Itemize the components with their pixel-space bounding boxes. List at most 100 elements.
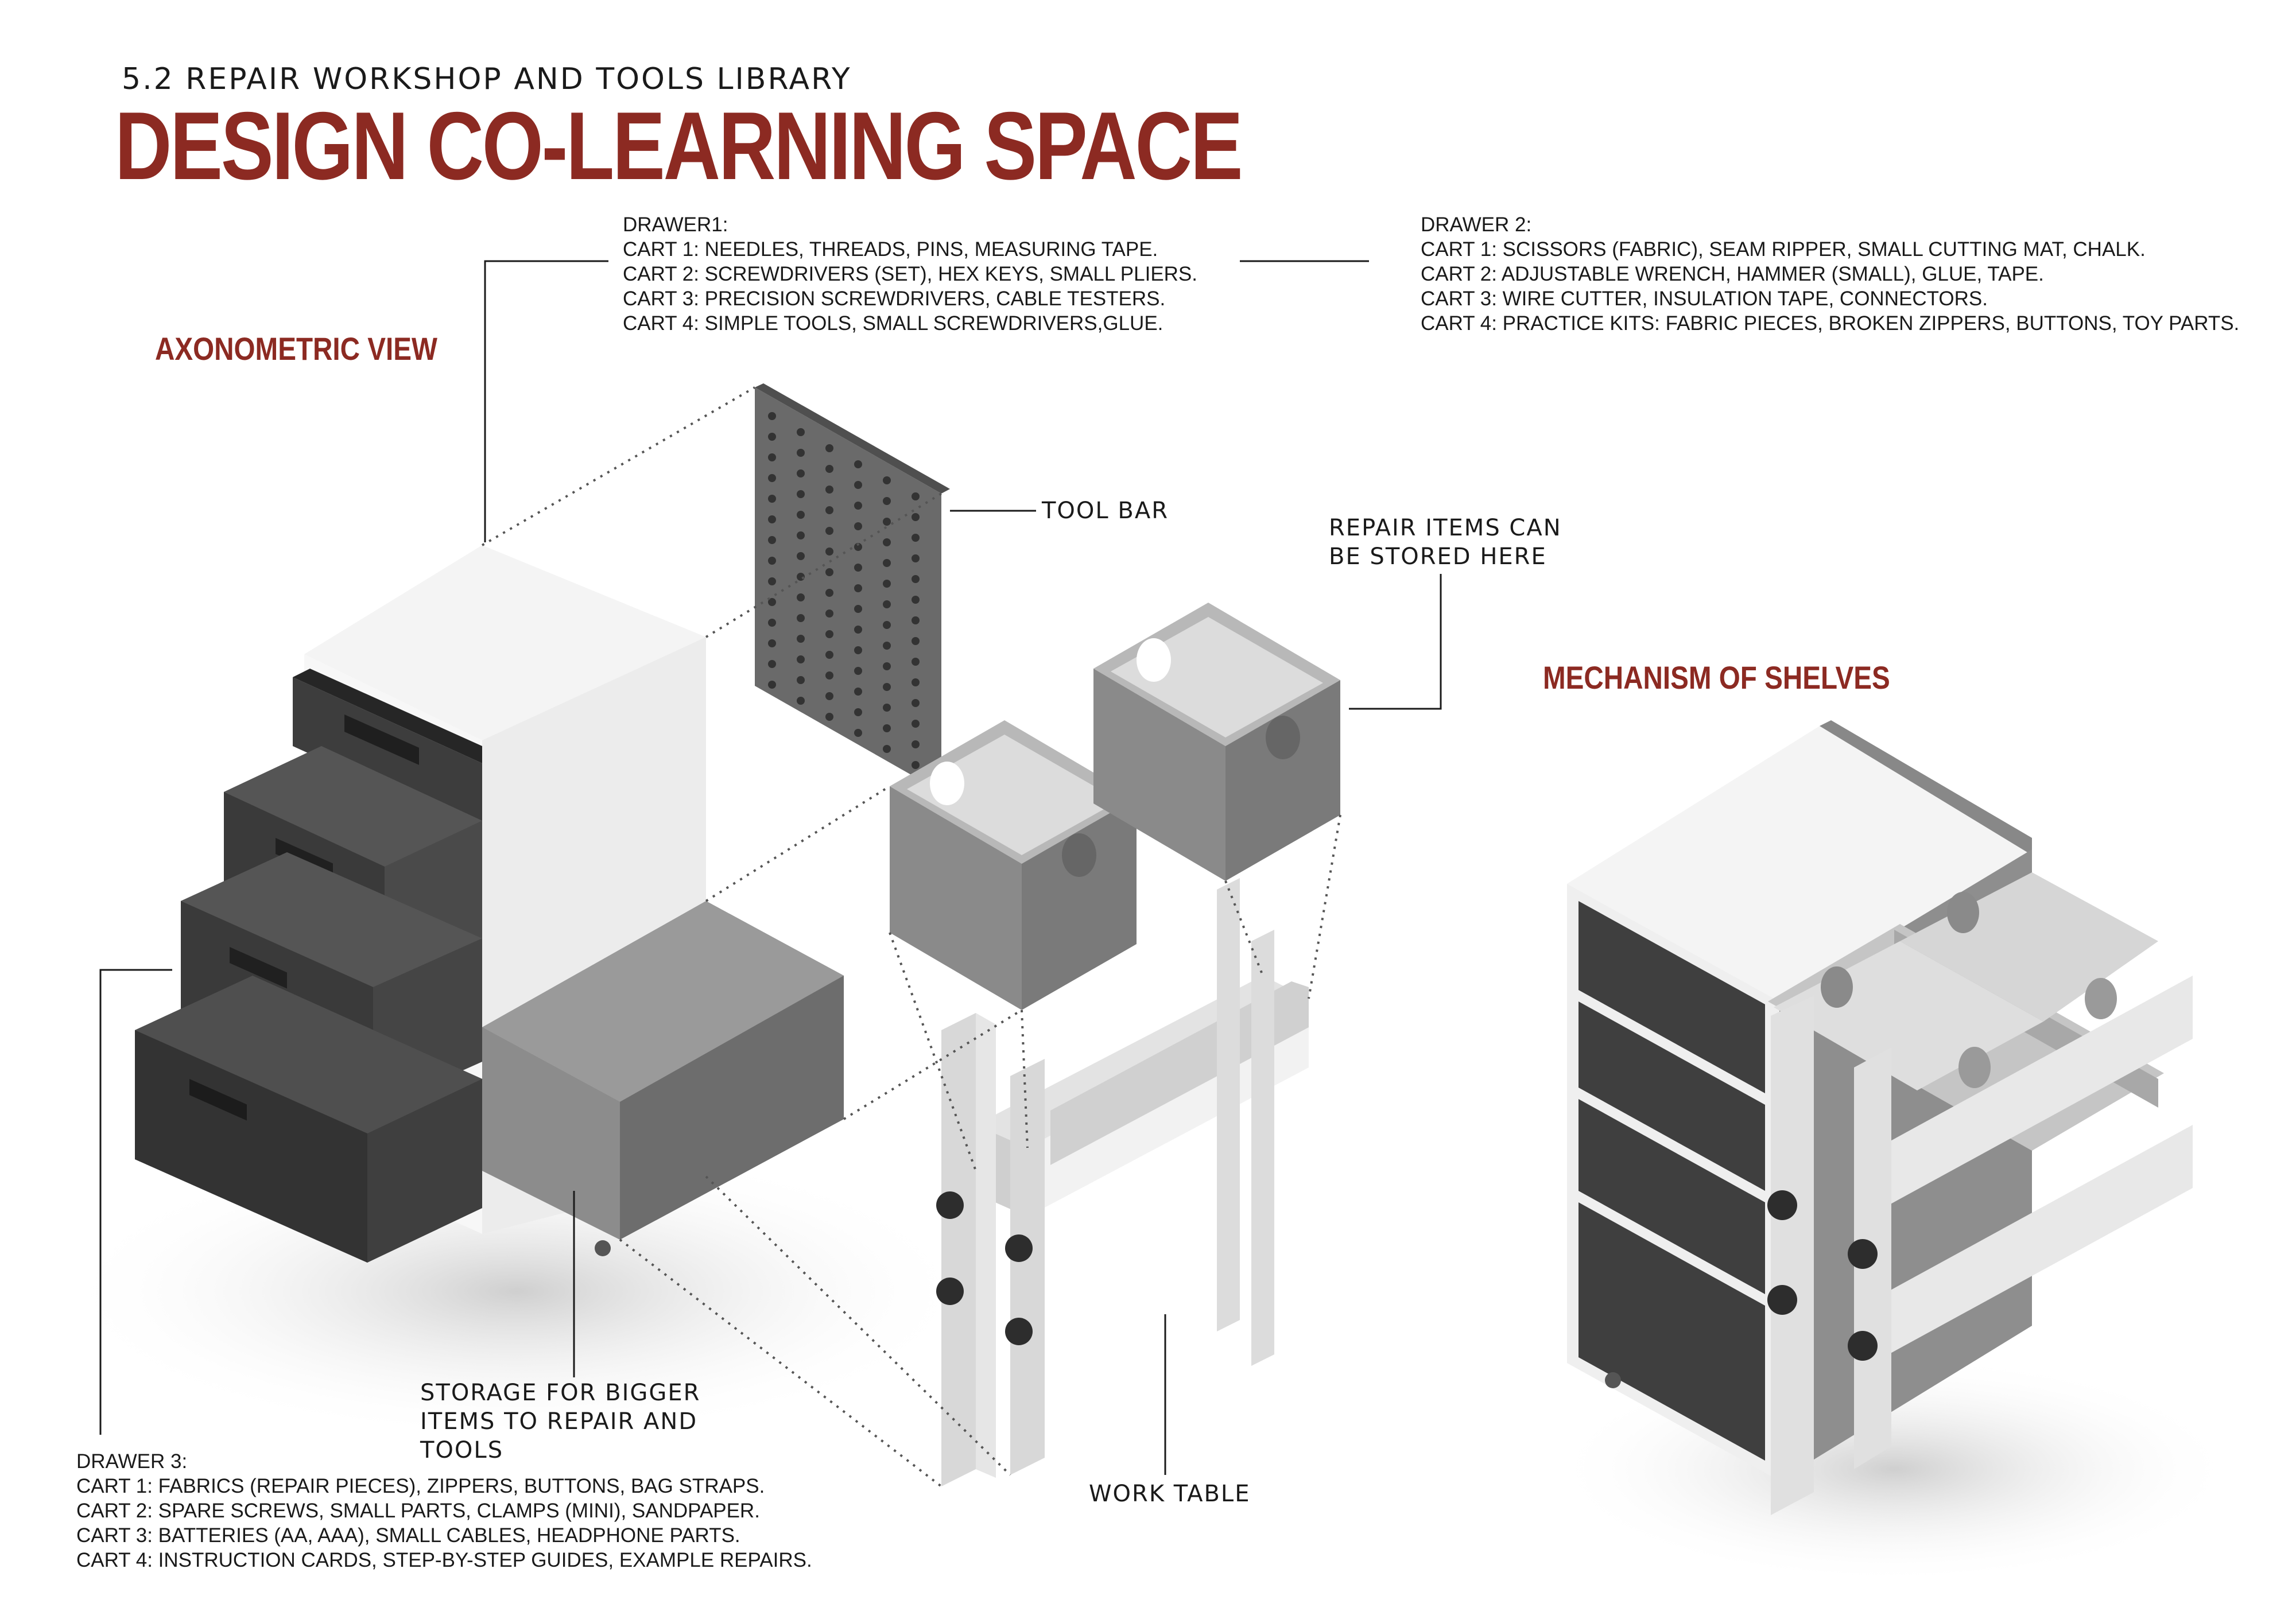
bin-box: [482, 901, 844, 1240]
peg-hole: [825, 548, 833, 556]
leader-lines: [99, 260, 1442, 1475]
peg-hole: [854, 584, 862, 592]
mechanism-heading: MECHANISM OF SHELVES: [1543, 659, 1890, 696]
drawer-stack: [135, 669, 482, 1263]
drawer2-item: CART 1: SCISSORS (FABRIC), SEAM RIPPER, …: [1421, 238, 2146, 261]
peg-hole: [912, 658, 920, 666]
peg-hole: [912, 678, 920, 686]
peg-hole: [912, 740, 920, 748]
peg-hole: [825, 630, 833, 638]
peg-hole: [768, 515, 776, 523]
drawer3-heading: DRAWER 3:: [76, 1450, 188, 1473]
peg-hole: [883, 621, 891, 629]
peg-hole: [854, 481, 862, 489]
peg-hole: [797, 469, 805, 477]
peg-hole: [854, 708, 862, 716]
axonometric-view-heading: AXONOMETRIC VIEW: [155, 331, 437, 367]
drawer2-item: CART 2: ADJUSTABLE WRENCH, HAMMER (SMALL…: [1421, 263, 2044, 285]
peg-hole: [768, 433, 776, 441]
peg-hole: [912, 554, 920, 562]
peg-hole: [825, 506, 833, 514]
peg-hole: [883, 745, 891, 753]
peg-hole: [854, 729, 862, 737]
peg-hole: [768, 577, 776, 585]
drawer1-item: CART 2: SCREWDRIVERS (SET), HEX KEYS, SM…: [623, 263, 1198, 285]
peg-hole: [883, 538, 891, 546]
peg-hole: [768, 660, 776, 668]
peg-hole: [912, 699, 920, 707]
peg-hole: [797, 676, 805, 684]
drawer2-note: DRAWER 2: CART 1: SCISSORS (FABRIC), SEA…: [1421, 212, 2239, 336]
peg-hole: [912, 575, 920, 583]
repair-box-left: [890, 720, 1137, 1010]
peg-hole: [768, 681, 776, 689]
peg-hole: [883, 580, 891, 588]
repair-items-label: REPAIR ITEMS CAN BE STORED HERE: [1329, 515, 1562, 570]
peg-hole: [883, 704, 891, 712]
peg-hole: [912, 720, 920, 728]
tool-bar-pegboard: [755, 383, 950, 792]
peg-hole: [768, 453, 776, 461]
drawer3-item: CART 3: BATTERIES (AA, AAA), SMALL CABLE…: [76, 1524, 740, 1547]
peg-hole: [912, 596, 920, 604]
peg-hole: [825, 609, 833, 618]
peg-hole: [854, 543, 862, 551]
peg-hole: [768, 536, 776, 544]
drawer1-item: CART 4: SIMPLE TOOLS, SMALL SCREWDRIVERS…: [623, 312, 1163, 335]
work-table-label: WORK TABLE: [1089, 1481, 1251, 1507]
peg-hole: [883, 497, 891, 505]
peg-hole: [797, 428, 805, 436]
peg-hole: [912, 616, 920, 624]
storage-label: STORAGE FOR BIGGER ITEMS TO REPAIR AND T…: [420, 1380, 701, 1463]
peg-hole: [768, 474, 776, 482]
peg-hole: [797, 614, 805, 622]
peg-hole: [768, 598, 776, 606]
peg-hole: [825, 671, 833, 680]
drawer1-heading: DRAWER1:: [623, 213, 728, 236]
peg-hole: [825, 527, 833, 535]
peg-hole: [854, 460, 862, 468]
peg-hole: [825, 486, 833, 494]
peg-hole: [854, 605, 862, 613]
peg-hole: [797, 490, 805, 498]
drawer1-item: CART 1: NEEDLES, THREADS, PINS, MEASURIN…: [623, 238, 1158, 261]
peg-hole: [768, 639, 776, 647]
drawer3-note: DRAWER 3: CART 1: FABRICS (REPAIR PIECES…: [76, 1449, 812, 1572]
peg-hole: [883, 476, 891, 484]
peg-hole: [912, 513, 920, 521]
peg-hole: [883, 600, 891, 608]
drawer2-item: CART 4: PRACTICE KITS: FABRIC PIECES, BR…: [1421, 312, 2240, 335]
work-table: [936, 878, 1309, 1486]
peg-hole: [797, 655, 805, 663]
tool-bar-label: TOOL BAR: [1042, 498, 1169, 524]
peg-hole: [825, 465, 833, 473]
peg-hole: [825, 568, 833, 576]
page-title: DESIGN CO-LEARNING SPACE: [115, 92, 1243, 200]
drawer1-item: CART 3: PRECISION SCREWDRIVERS, CABLE TE…: [623, 288, 1166, 310]
peg-hole: [883, 559, 891, 567]
peg-hole: [854, 522, 862, 530]
peg-hole: [854, 626, 862, 634]
storage-cabinet: [135, 545, 844, 1263]
shelf-mechanism: [1567, 720, 2193, 1515]
peg-hole: [854, 688, 862, 696]
peg-hole: [854, 502, 862, 510]
peg-hole: [797, 449, 805, 457]
peg-hole: [883, 662, 891, 670]
assembly-lines: [481, 386, 1341, 1488]
peg-hole: [825, 692, 833, 700]
peg-hole: [797, 593, 805, 601]
peg-hole: [912, 637, 920, 645]
repair-box-right: [1093, 603, 1340, 881]
peg-hole: [912, 534, 920, 542]
peg-hole: [883, 683, 891, 691]
peg-hole: [797, 531, 805, 539]
peg-hole: [883, 724, 891, 732]
peg-hole: [797, 635, 805, 643]
peg-hole: [883, 518, 891, 526]
peg-hole: [825, 589, 833, 597]
peg-hole: [825, 713, 833, 721]
drawer3-item: CART 2: SPARE SCREWS, SMALL PARTS, CLAMP…: [76, 1500, 760, 1522]
peg-hole: [854, 667, 862, 675]
